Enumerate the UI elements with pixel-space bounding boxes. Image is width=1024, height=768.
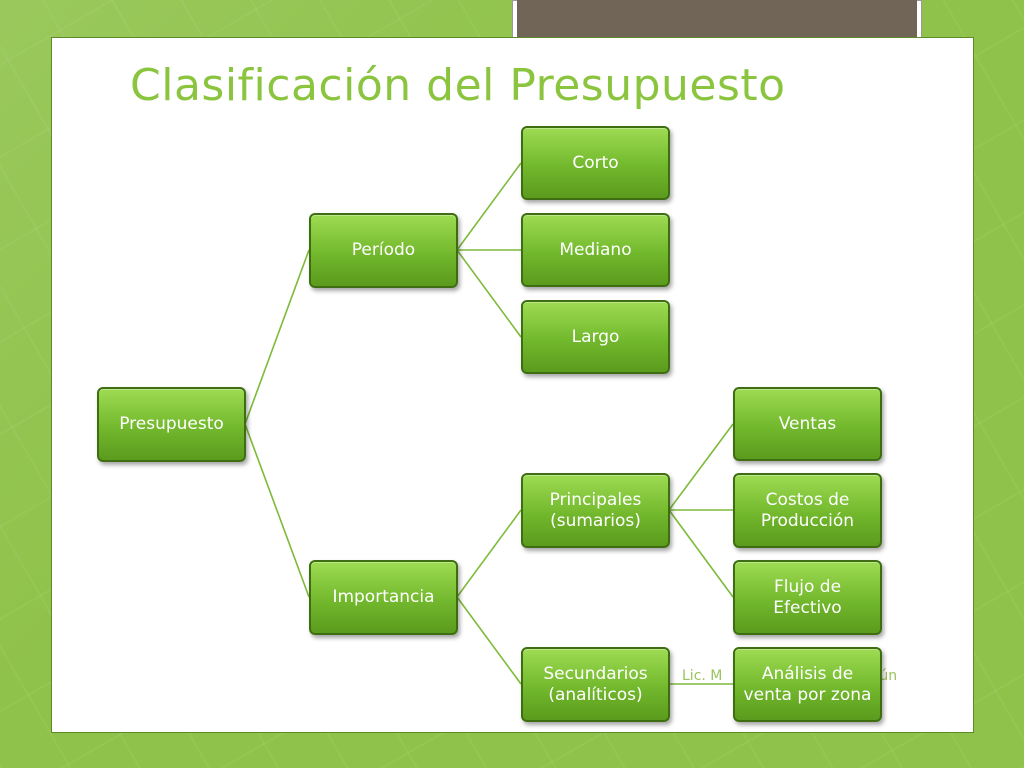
- connector-principales-ventas: [668, 423, 734, 511]
- connector-root-periodo: [244, 249, 310, 425]
- node-secundarios: Secundarios (analíticos): [521, 647, 670, 722]
- node-mediano: Mediano: [521, 213, 670, 287]
- connector-importancia-secundarios: [456, 596, 522, 685]
- connector-root-importancia: [244, 423, 310, 598]
- node-principales: Principales (sumarios): [521, 473, 670, 548]
- node-presupuesto: Presupuesto: [97, 387, 246, 462]
- node-ventas: Ventas: [733, 387, 882, 461]
- footer-text-left: Lic. M: [682, 668, 723, 684]
- connector-principales-flujo: [668, 509, 734, 598]
- node-corto: Corto: [521, 126, 670, 200]
- connector-periodo-corto: [456, 162, 522, 251]
- connector-periodo-largo: [456, 249, 522, 338]
- slide-title: Clasificación del Presupuesto: [130, 60, 786, 111]
- connector-importancia-principales: [456, 509, 522, 598]
- node-largo: Largo: [521, 300, 670, 374]
- node-flujo-efectivo: Flujo de Efectivo: [733, 560, 882, 635]
- node-importancia: Importancia: [309, 560, 458, 635]
- node-costos-produccion: Costos de Producción: [733, 473, 882, 548]
- node-analisis-venta-zona: Análisis de venta por zona: [733, 647, 882, 722]
- node-periodo: Período: [309, 213, 458, 288]
